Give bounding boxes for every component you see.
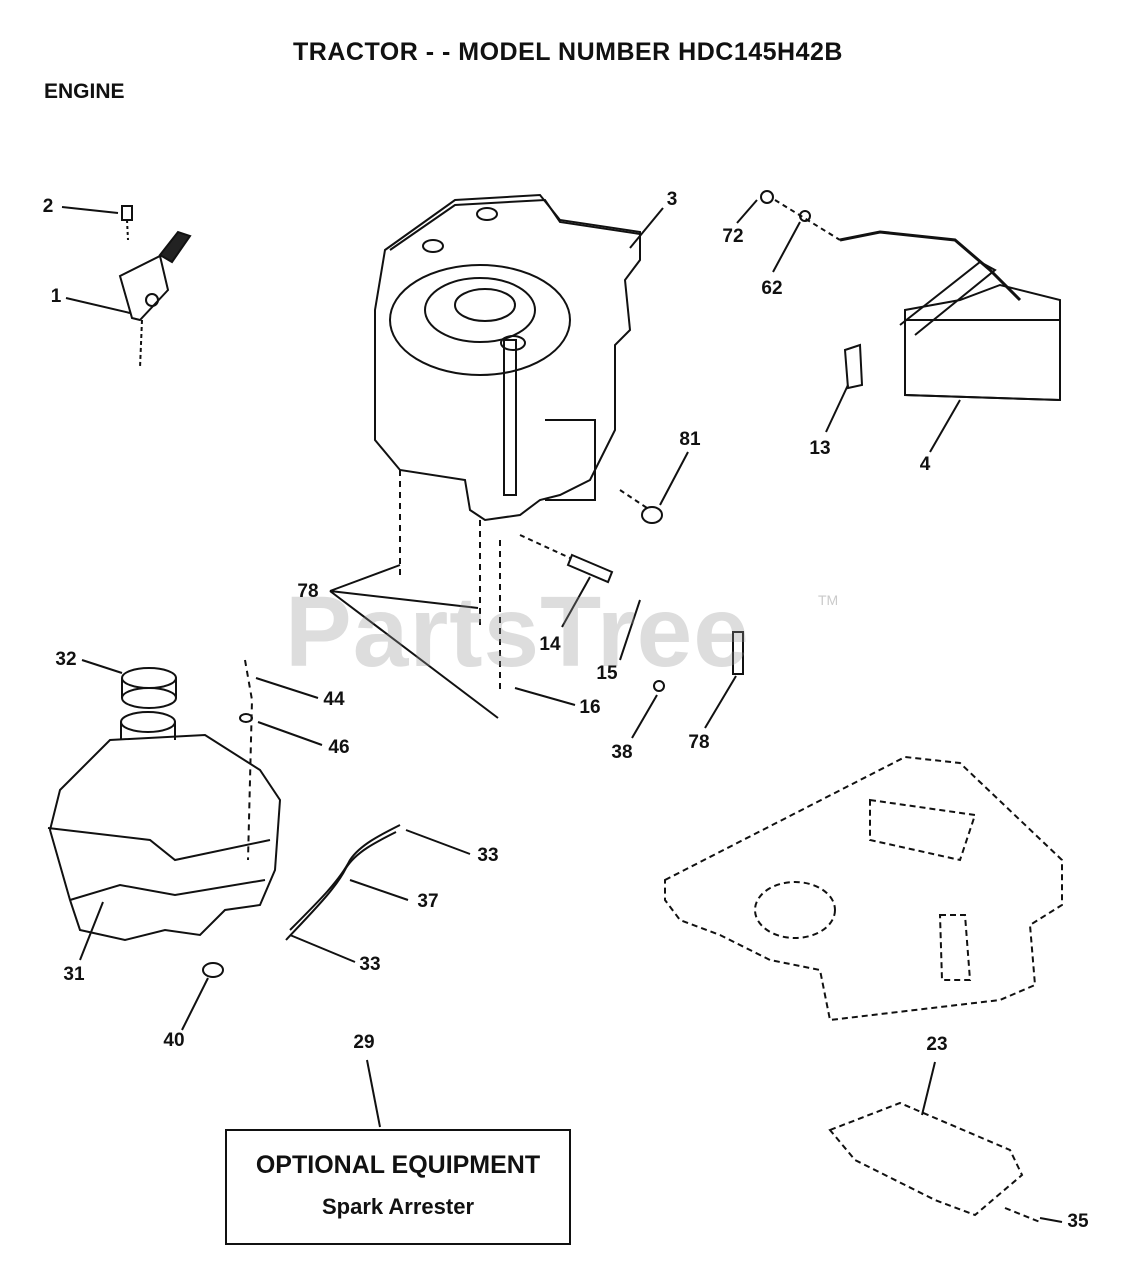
callout-label: 3 bbox=[666, 189, 678, 210]
callout-label: 44 bbox=[323, 689, 345, 710]
callout-label: 33 bbox=[477, 845, 499, 866]
watermark: PartsTree bbox=[285, 576, 750, 688]
optional-equipment-box: OPTIONAL EQUIPMENT Spark Arrester bbox=[225, 1129, 571, 1245]
callout-label: 32 bbox=[55, 649, 77, 670]
callout-label: 13 bbox=[809, 438, 831, 459]
watermark-trademark: TM bbox=[818, 592, 839, 608]
callout-label: 78 bbox=[688, 732, 710, 753]
section-title: ENGINE bbox=[44, 80, 125, 103]
leader-lines bbox=[61, 199, 1063, 1223]
callout-label: 29 bbox=[353, 1032, 375, 1053]
callout-label: 4 bbox=[919, 454, 931, 475]
cover-plate-part bbox=[828, 1101, 1041, 1223]
optional-equipment-heading: OPTIONAL EQUIPMENT bbox=[255, 1151, 541, 1179]
callout-label: 33 bbox=[359, 954, 381, 975]
callout-label: 35 bbox=[1067, 1211, 1089, 1232]
callout-label: 62 bbox=[761, 278, 783, 299]
callout-label: 81 bbox=[679, 429, 701, 450]
callout-label: 14 bbox=[539, 634, 561, 655]
callout-label: 37 bbox=[417, 891, 439, 912]
callout-label: 40 bbox=[163, 1030, 185, 1051]
page-title: TRACTOR - - MODEL NUMBER HDC145H42B bbox=[293, 38, 843, 66]
chassis-frame-part bbox=[664, 755, 1063, 1022]
callout-label: 16 bbox=[579, 697, 601, 718]
callout-label: 78 bbox=[297, 581, 319, 602]
small-fasteners bbox=[519, 489, 744, 692]
fuel-tank-part bbox=[47, 659, 401, 978]
callout-label: 2 bbox=[42, 196, 54, 217]
engine-part bbox=[374, 193, 641, 690]
callout-label: 15 bbox=[596, 663, 618, 684]
callout-label: 1 bbox=[50, 286, 62, 307]
callout-label: 46 bbox=[328, 737, 350, 758]
optional-equipment-item: Spark Arrester bbox=[321, 1194, 475, 1219]
muffler-part bbox=[760, 190, 1061, 402]
callout-label: 23 bbox=[926, 1034, 948, 1055]
callout-label: 31 bbox=[63, 964, 85, 985]
callout-label: 38 bbox=[611, 742, 633, 763]
throttle-control-part bbox=[118, 205, 192, 369]
callout-label: 72 bbox=[722, 226, 744, 247]
